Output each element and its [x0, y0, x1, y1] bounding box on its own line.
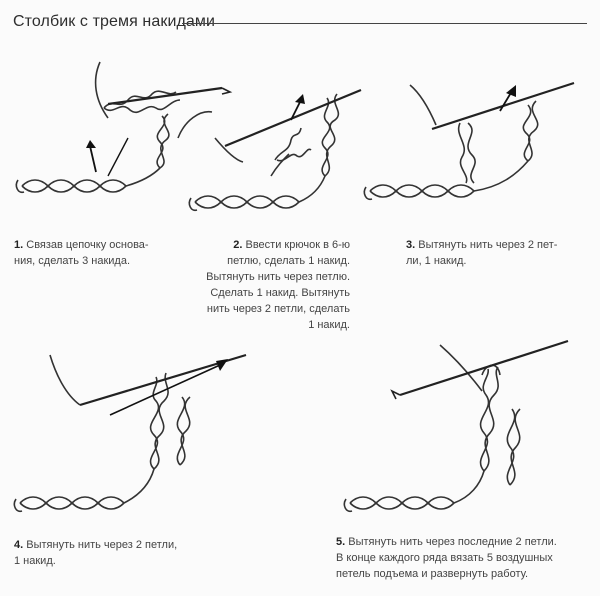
- caption-line: Вытянуть нить через 2 петли,: [26, 539, 177, 551]
- step-4-caption: 4. Вытянуть нить через 2 петли, 1 накид.: [14, 537, 177, 569]
- caption-line: 1 накид.: [178, 317, 350, 333]
- title-rule: [182, 23, 587, 24]
- caption-line: ли, 1 накид.: [406, 253, 557, 269]
- caption-line: Вытянуть нить через петлю.: [178, 269, 350, 285]
- step-2-caption: 2. Ввести крючок в 6-ю петлю, сделать 1 …: [178, 237, 350, 333]
- caption-line: В конце каждого ряда вязать 5 воздушных: [336, 550, 557, 566]
- caption-line: ния, сделать 3 накида.: [14, 253, 149, 269]
- caption-line: Сделать 1 накид. Вытянуть: [178, 285, 350, 301]
- step-number: 2.: [233, 239, 242, 251]
- page-title: Столбик с тремя накидами: [13, 13, 215, 31]
- caption-line: нить через 2 петли, сделать: [178, 301, 350, 317]
- step-5-illustration: [340, 335, 575, 515]
- caption-line: Ввести крючок в 6-ю: [246, 239, 351, 251]
- step-3-illustration: [360, 75, 580, 215]
- step-number: 3.: [406, 239, 415, 251]
- step-2-illustration: [185, 80, 365, 215]
- step-number: 4.: [14, 539, 23, 551]
- step-5-caption: 5. Вытянуть нить через последние 2 петли…: [336, 534, 557, 582]
- step-number: 1.: [14, 239, 23, 251]
- caption-line: петлю, сделать 1 накид.: [178, 253, 350, 269]
- step-4-illustration: [10, 345, 250, 515]
- caption-line: Вытянуть нить через последние 2 петли.: [348, 536, 557, 548]
- caption-line: петель подъема и развернуть работу.: [336, 566, 557, 582]
- step-number: 5.: [336, 536, 345, 548]
- step-3-caption: 3. Вытянуть нить через 2 пет- ли, 1 наки…: [406, 237, 557, 269]
- caption-line: Вытянуть нить через 2 пет-: [418, 239, 557, 251]
- caption-line: Связав цепочку основа-: [26, 239, 148, 251]
- step-1-caption: 1. Связав цепочку основа- ния, сделать 3…: [14, 237, 149, 269]
- caption-line: 1 накид.: [14, 553, 177, 569]
